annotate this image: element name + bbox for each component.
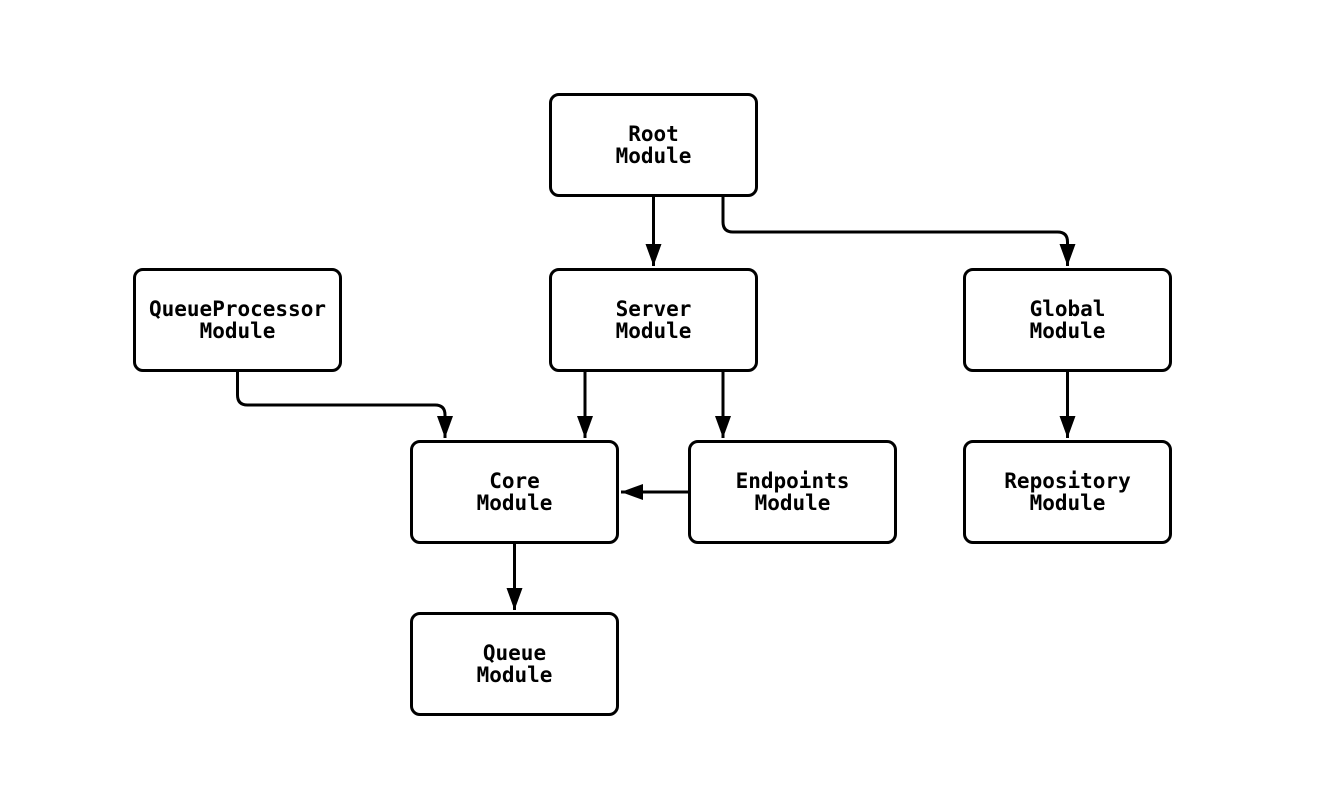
node-queueprocessor-module: QueueProcessor Module (133, 268, 342, 372)
edge-queueprocessor-module-to-core-module (236, 372, 453, 438)
node-global-module: Global Module (963, 268, 1172, 372)
node-core-module-label: Core Module (476, 468, 553, 515)
node-root-module-label: Root Module (615, 121, 692, 168)
node-core-module: Core Module (410, 440, 619, 544)
node-server-module: Server Module (549, 268, 758, 372)
node-endpoints-module: Endpoints Module (688, 440, 897, 544)
node-queue-module: Queue Module (410, 612, 619, 716)
node-queue-module-label: Queue Module (476, 640, 553, 687)
node-repository-module-label: Repository Module (1004, 468, 1131, 515)
node-global-module-label: Global Module (1029, 296, 1106, 343)
edge-root-module-to-global-module (721, 197, 1076, 266)
node-server-module-label: Server Module (615, 296, 692, 343)
node-repository-module: Repository Module (963, 440, 1172, 544)
node-root-module: Root Module (549, 93, 758, 197)
node-queueprocessor-module-label: QueueProcessor Module (148, 296, 326, 343)
node-endpoints-module-label: Endpoints Module (735, 468, 850, 515)
